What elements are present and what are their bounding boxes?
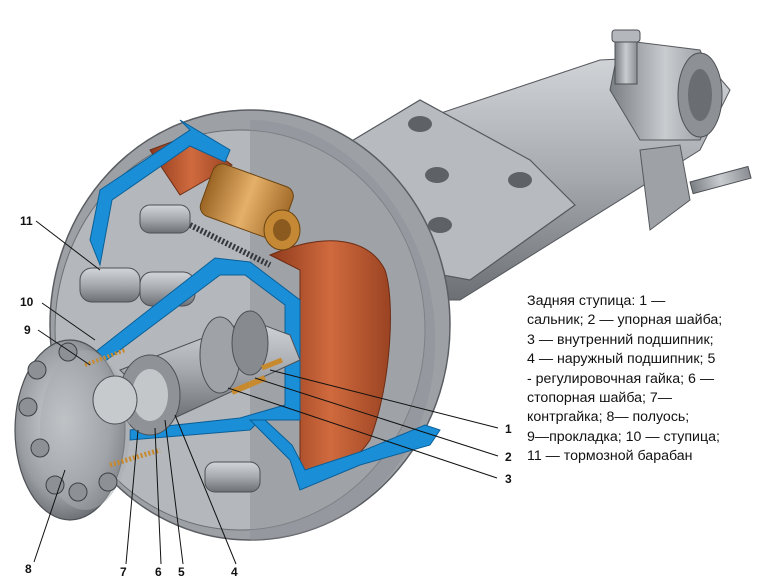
callout-10: 10 [20,295,34,309]
callout-11: 11 [20,214,33,228]
axle-flange-disc [14,339,161,521]
callout-7: 7 [120,565,127,579]
callout-8: 8 [25,562,32,576]
callout-2: 2 [505,450,512,464]
callout-3: 3 [505,472,512,486]
callout-9: 9 [24,323,31,337]
wheel-studs [79,204,261,493]
callout-1: 1 [505,422,512,436]
callout-4: 4 [231,565,238,579]
leader-lines [33,220,499,565]
hub-cross-section [83,119,441,491]
callout-5: 5 [178,565,185,579]
legend-caption: Задняя ступица: 1 — сальник; 2 — упорная… [527,293,723,465]
axle-shaft [119,310,301,436]
callout-6: 6 [155,565,162,579]
